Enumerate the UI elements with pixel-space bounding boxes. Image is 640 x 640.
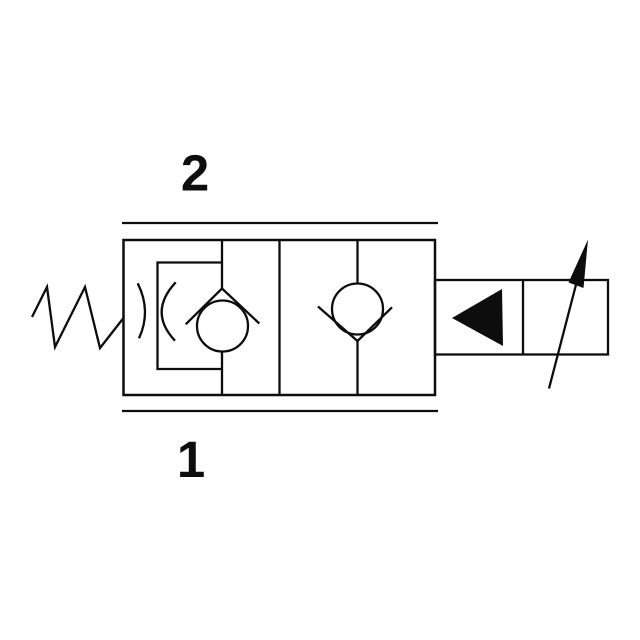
solenoid-triangle-icon (452, 289, 503, 346)
port-1-label: 1 (177, 431, 205, 488)
check-valve-left-ball (195, 299, 250, 353)
check-valve-right (317, 240, 393, 395)
schematic-lines: 2 1 (30, 145, 610, 488)
orifice-arc-right (160, 281, 177, 342)
pilot-chamber-box (156, 261, 222, 371)
check-valve-left (184, 240, 261, 395)
proportional-arrow-shaft (547, 276, 580, 389)
orifice-arc-left (136, 282, 147, 339)
solenoid-box (433, 278, 610, 356)
proportional-arrow-head-icon (568, 239, 588, 288)
check-valve-right-ball (330, 282, 385, 336)
check-valve-left-seat (184, 286, 261, 326)
proportional-arrow (547, 239, 588, 389)
spring (30, 283, 125, 351)
check-valve-right-seat (317, 305, 393, 343)
port-2-label: 2 (181, 145, 209, 202)
